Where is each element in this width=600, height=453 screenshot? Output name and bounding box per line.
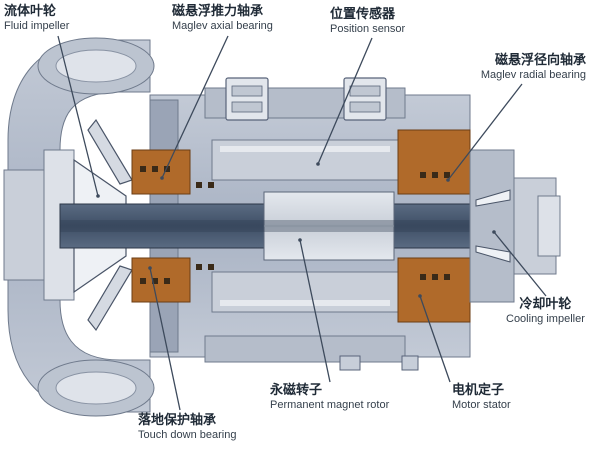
- label-fluid-impeller-zh: 流体叶轮: [4, 4, 57, 19]
- label-position-sensor-zh: 位置传感器: [330, 7, 396, 22]
- label-magnet-rotor-zh: 永磁转子: [270, 383, 323, 398]
- cooling-impeller-housing: [469, 149, 561, 303]
- label-touchdown-bearing-zh: 落地保护轴承: [138, 413, 217, 428]
- label-cooling-impeller-zh: 冷却叶轮: [519, 297, 572, 312]
- label-radial-bearing-zh: 磁悬浮径向轴承: [494, 53, 586, 68]
- label-magnet-rotor: 永磁转子 Permanent magnet rotor: [270, 383, 390, 412]
- fluid-impeller-blades: [73, 118, 133, 332]
- label-magnet-rotor-en: Permanent magnet rotor: [270, 398, 390, 411]
- label-motor-stator: 电机定子 Motor stator: [452, 383, 511, 412]
- leader-lines: [57, 35, 547, 411]
- volute-housing: [3, 37, 155, 417]
- label-fluid-impeller-en: Fluid impeller: [4, 19, 70, 32]
- label-axial-bearing-zh: 磁悬浮推力轴承: [172, 4, 264, 19]
- label-cooling-impeller: 冷却叶轮 Cooling impeller: [506, 297, 585, 326]
- label-radial-bearing: 磁悬浮径向轴承 Maglev radial bearing: [480, 53, 586, 82]
- label-axial-bearing: 磁悬浮推力轴承 Maglev axial bearing: [172, 4, 273, 33]
- label-radial-bearing-en: Maglev radial bearing: [480, 68, 586, 81]
- label-touchdown-bearing-en: Touch down bearing: [138, 428, 237, 441]
- label-motor-stator-zh: 电机定子: [452, 383, 505, 398]
- label-fluid-impeller: 流体叶轮 Fluid impeller: [4, 4, 70, 33]
- leader-dots: [96, 162, 496, 298]
- label-position-sensor-en: Position sensor: [330, 22, 406, 35]
- label-position-sensor: 位置传感器 Position sensor: [330, 7, 406, 36]
- label-touchdown-bearing: 落地保护轴承 Touch down bearing: [138, 413, 237, 442]
- rotor-shaft: [59, 191, 521, 261]
- stator-and-windings: [131, 129, 471, 323]
- label-motor-stator-en: Motor stator: [452, 398, 511, 411]
- label-cooling-impeller-en: Cooling impeller: [506, 312, 585, 325]
- label-axial-bearing-en: Maglev axial bearing: [172, 19, 273, 32]
